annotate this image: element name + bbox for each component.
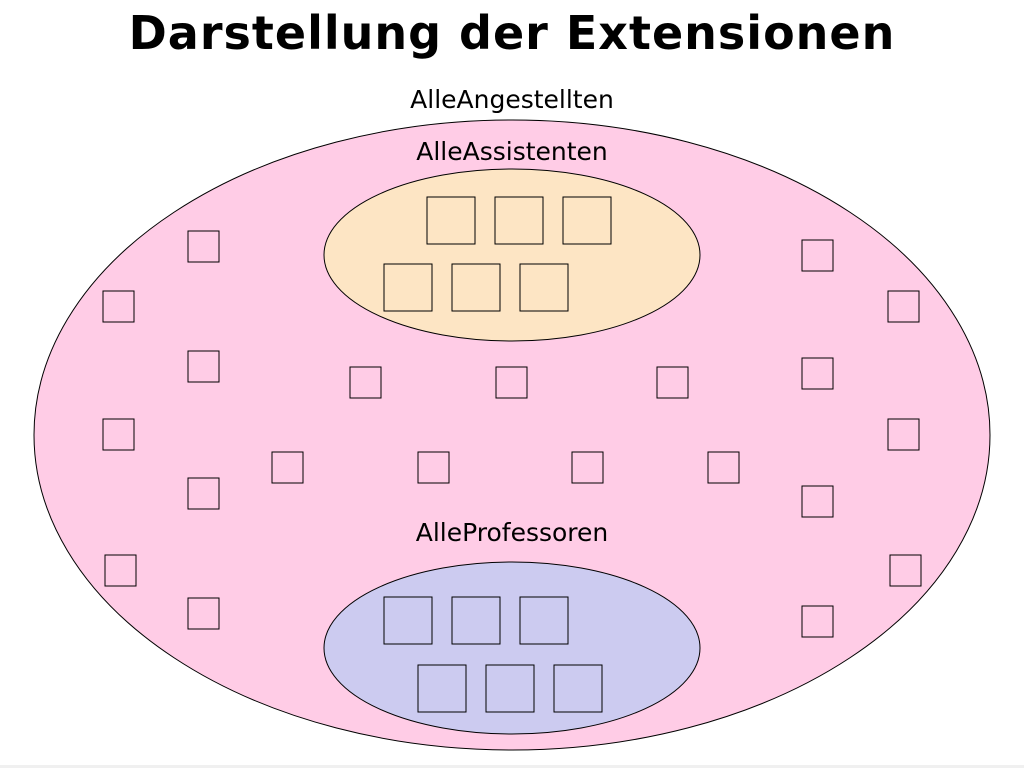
element-square <box>187 597 220 630</box>
element-square <box>801 485 834 518</box>
element-square <box>801 357 834 390</box>
label-alle-professoren: AlleProfessoren <box>415 518 609 547</box>
element-square <box>102 418 135 451</box>
label-alle-angestellten: AlleAngestellten <box>410 85 614 114</box>
element-square <box>187 350 220 383</box>
element-square <box>519 263 569 312</box>
element-square <box>417 664 467 713</box>
element-square <box>451 263 501 312</box>
element-square <box>271 451 304 484</box>
element-square <box>553 664 603 713</box>
angestellte-elements <box>102 230 922 638</box>
element-square <box>494 196 544 245</box>
element-square <box>571 451 604 484</box>
element-square <box>656 366 689 399</box>
element-square <box>451 596 501 645</box>
slide-title: Darstellung der Extensionen <box>128 6 896 60</box>
element-square <box>426 196 476 245</box>
element-square <box>887 290 920 323</box>
element-square <box>887 418 920 451</box>
element-square <box>707 451 740 484</box>
label-alle-assistenten: AlleAssistenten <box>416 137 608 166</box>
element-square <box>187 477 220 510</box>
element-square <box>801 605 834 638</box>
element-square <box>104 554 137 587</box>
element-square <box>383 263 433 312</box>
element-square <box>801 239 834 272</box>
element-square <box>417 451 450 484</box>
alle-professoren-ellipse <box>323 561 701 735</box>
element-square <box>519 596 569 645</box>
element-square <box>349 366 382 399</box>
bottom-divider <box>0 765 1024 768</box>
element-square <box>562 196 612 245</box>
element-square <box>495 366 528 399</box>
professoren-elements <box>383 596 603 713</box>
element-square <box>187 230 220 263</box>
alle-assistenten-ellipse <box>323 168 701 342</box>
alle-angestellten-ellipse <box>33 119 991 751</box>
element-square <box>383 596 433 645</box>
element-square <box>889 554 922 587</box>
element-square <box>102 290 135 323</box>
assistenten-elements <box>383 196 612 312</box>
element-square <box>485 664 535 713</box>
